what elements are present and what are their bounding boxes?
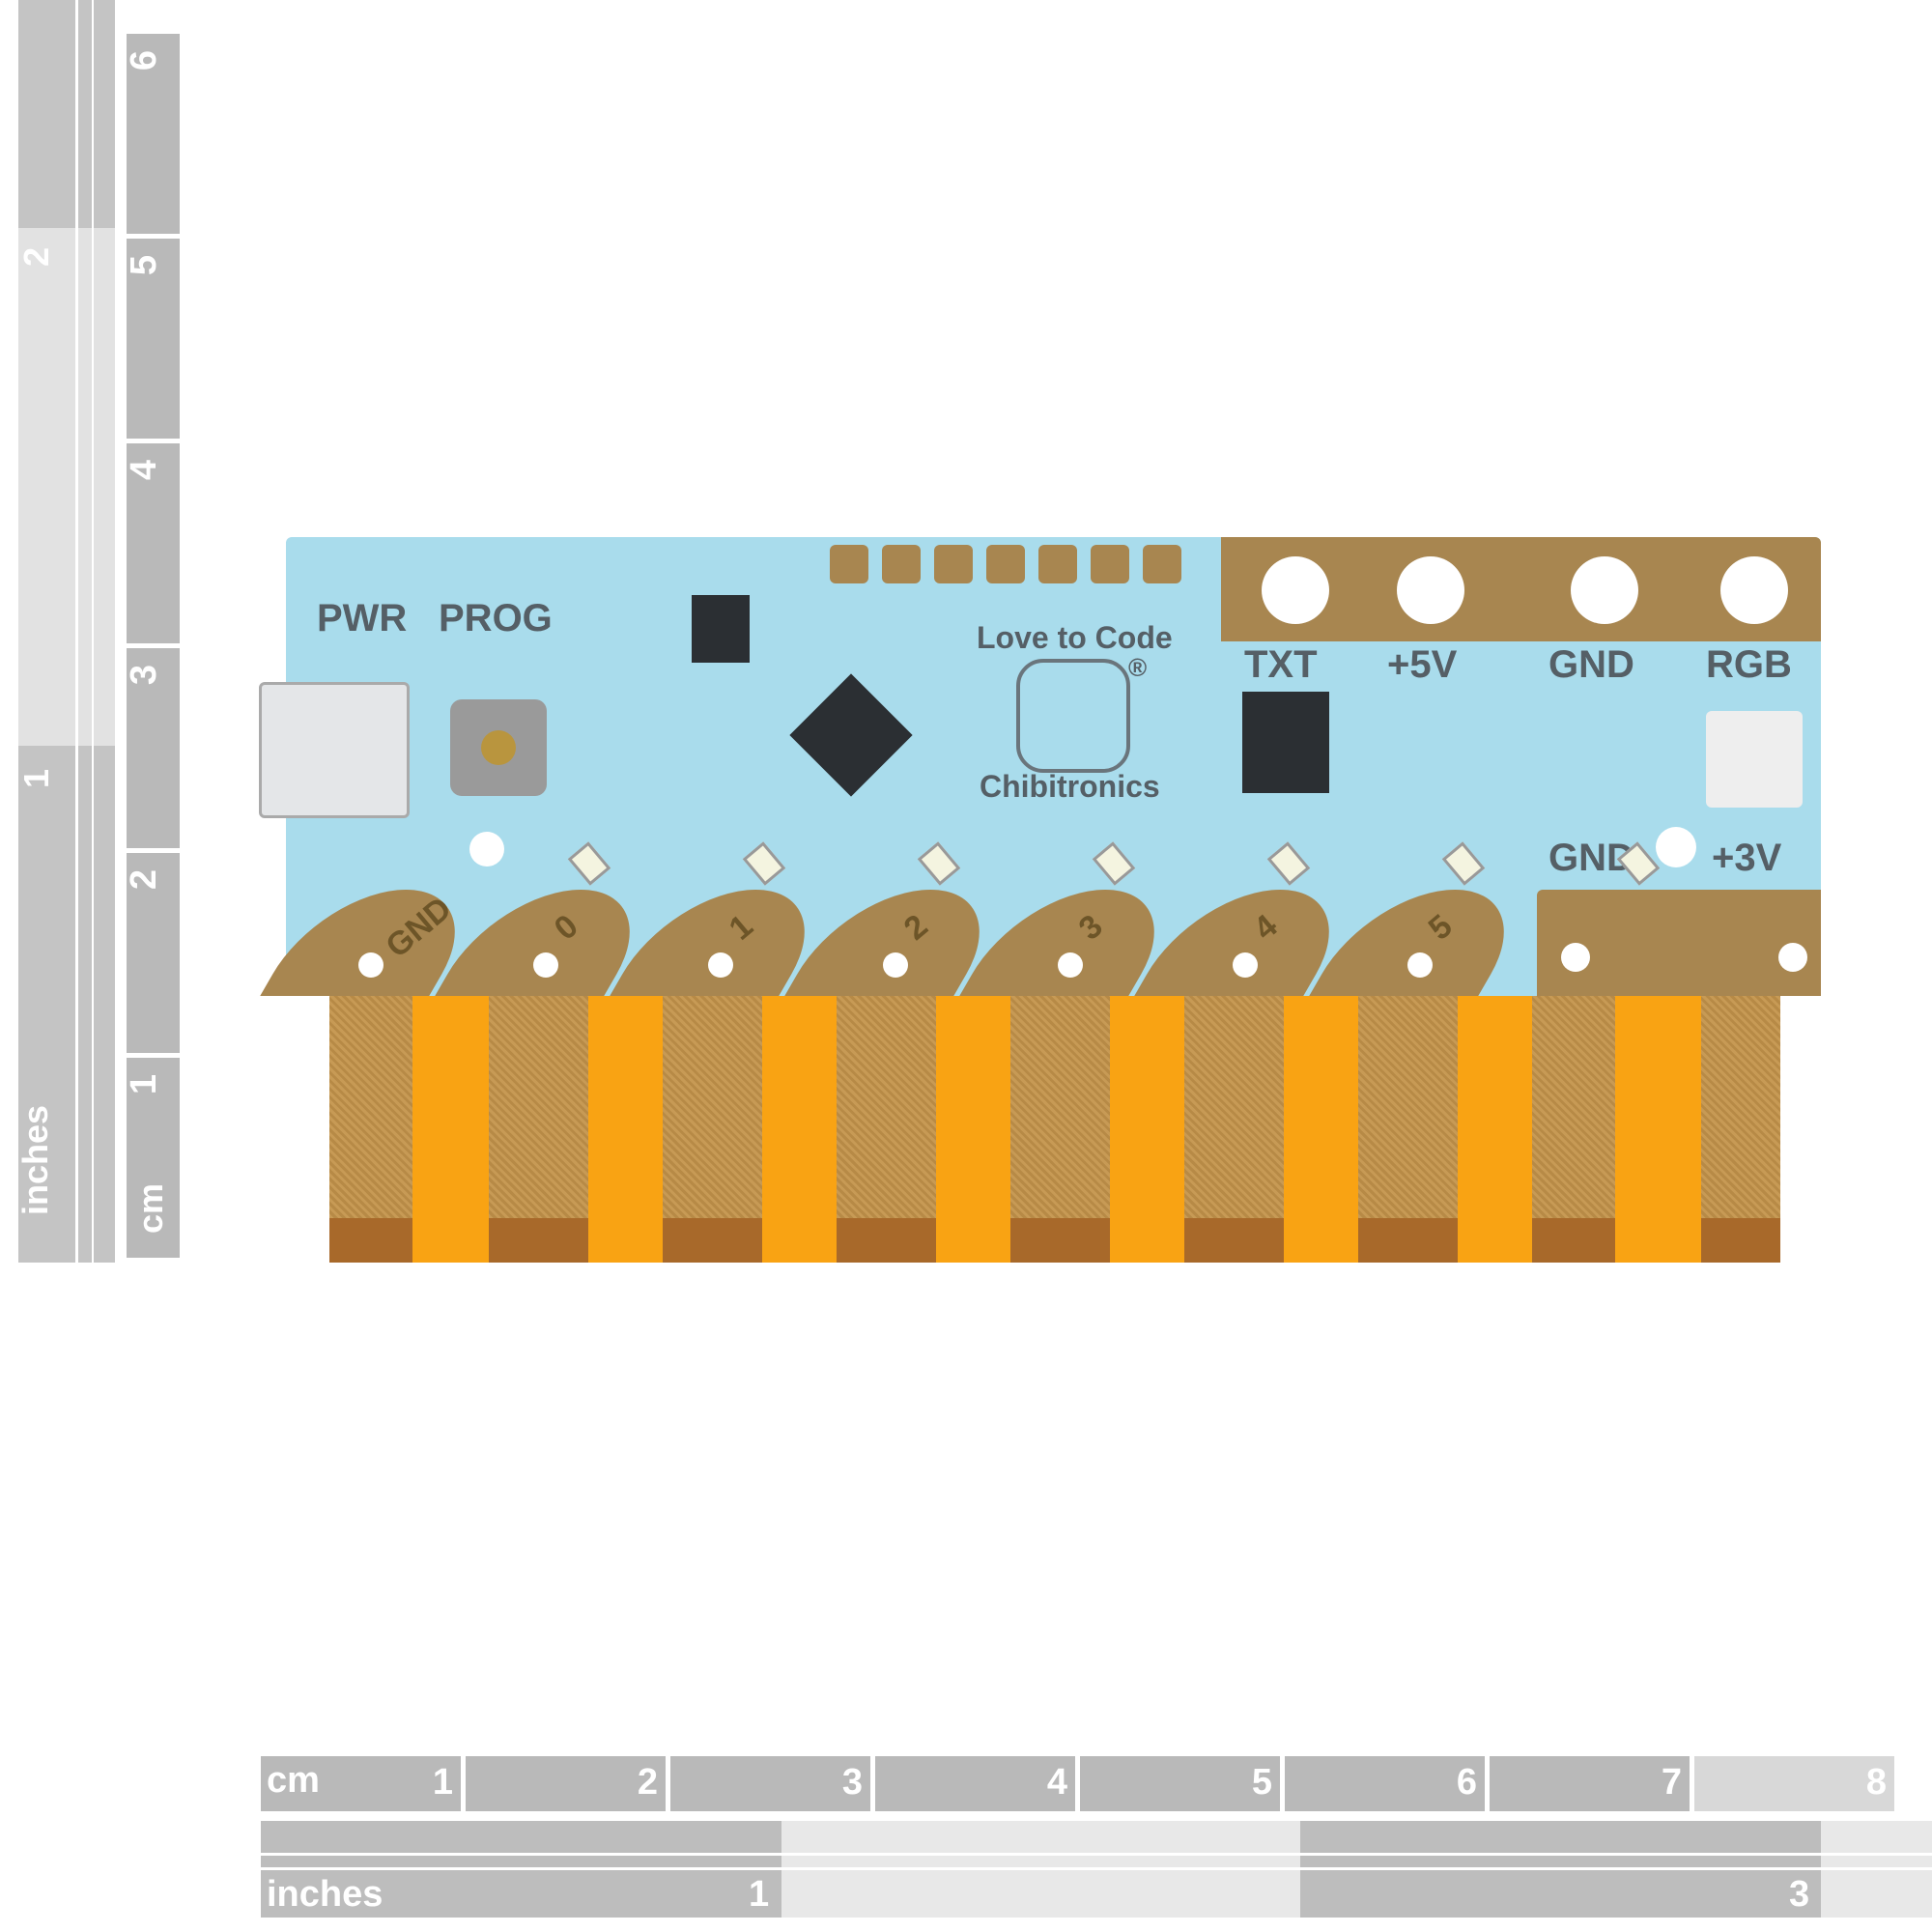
circuit-board: PWR PROG TXT +5V GND RGB GND +3V Love to…: [259, 537, 1821, 996]
bottom-cm-segment: 7: [1490, 1756, 1690, 1811]
flex-trace: [1532, 996, 1615, 1263]
audio-chip: [1242, 692, 1329, 793]
small-pad: [1143, 545, 1181, 583]
pad-led: [742, 841, 786, 886]
pad-led: [1266, 841, 1311, 886]
prog-label: PROG: [439, 597, 553, 639]
touch-pad-6: [1309, 890, 1540, 996]
left-cm-tick: 5: [124, 254, 165, 276]
flex-trace-tip: [837, 1218, 936, 1263]
small-pad: [1091, 545, 1129, 583]
left-inch-unit: inches: [15, 1104, 56, 1216]
left-cm-tick: 3: [124, 664, 165, 686]
flex-trace-tip: [489, 1218, 588, 1263]
left-ruler: 2 1 inches 1 2 3 4 5 6 cm: [0, 0, 184, 1265]
left-cm-segment: 1: [124, 1058, 180, 1258]
flex-trace-tip: [663, 1218, 762, 1263]
microcontroller-chip: [789, 673, 913, 797]
flash-chip: [692, 595, 750, 663]
pad-led: [567, 841, 611, 886]
left-cm-unit: cm: [130, 1182, 171, 1235]
left-cm-segment: 5: [124, 239, 180, 439]
bottom-cm-tick: 4: [1046, 1762, 1067, 1803]
pad-led: [1441, 841, 1486, 886]
small-pad: [986, 545, 1025, 583]
flex-trace-tip: [1532, 1218, 1615, 1263]
pin-label-5v: +5V: [1387, 643, 1458, 686]
flex-trace: [1701, 996, 1780, 1263]
left-cm-segment: 4: [124, 443, 180, 643]
pad-hole: [883, 952, 908, 978]
pad-led: [917, 841, 961, 886]
bottom-cm-tick: 5: [1251, 1762, 1272, 1803]
flex-trace-tip: [1358, 1218, 1458, 1263]
bottom-cm-tick: 7: [1661, 1762, 1682, 1803]
small-pad: [882, 545, 921, 583]
bottom-cm-tick: 3: [841, 1762, 863, 1803]
bottom-cm-segment: 8: [1694, 1756, 1894, 1811]
flex-trace: [1184, 996, 1284, 1263]
flex-trace: [837, 996, 936, 1263]
pin-label-rgb: RGB: [1706, 643, 1792, 686]
pad-hole: [1407, 952, 1433, 978]
bottom-cm-segment: 1: [261, 1756, 461, 1811]
registered-mark: ®: [1128, 653, 1148, 682]
bottom-cm-tick: 6: [1456, 1762, 1477, 1803]
prog-button[interactable]: [450, 699, 547, 796]
bottom-inch-unit: inches: [267, 1874, 384, 1915]
flex-trace-tip: [1184, 1218, 1284, 1263]
chibi-face-logo: [1016, 659, 1130, 773]
left-cm-tick: 4: [124, 459, 165, 481]
left-inch-block: [18, 746, 115, 1263]
bottom-cm-segment: 3: [670, 1756, 870, 1811]
pwr-label: PWR: [317, 597, 408, 639]
left-inch-tick-2: 2: [16, 246, 57, 268]
pad-hole: [533, 952, 558, 978]
left-cm-segment: 2: [124, 853, 180, 1053]
bottom-cm-segment: 2: [466, 1756, 666, 1811]
flex-connector: [329, 996, 1780, 1263]
pad-hole: [1058, 952, 1083, 978]
pin-label-gnd: GND: [1548, 643, 1634, 686]
flex-trace-tip: [1010, 1218, 1110, 1263]
bottom-cm-tick: 2: [637, 1762, 658, 1803]
bottom-cm-segment: 5: [1080, 1756, 1280, 1811]
pin-label-3v: +3V: [1712, 837, 1782, 879]
bottom-inch-tick-3: 3: [1789, 1874, 1810, 1915]
flex-trace-tip: [1701, 1218, 1780, 1263]
bottom-inch-tick-1: 1: [749, 1874, 770, 1915]
flex-trace: [1010, 996, 1110, 1263]
pad-led: [1092, 841, 1136, 886]
usb-port[interactable]: [259, 682, 410, 818]
left-cm-segment: 6: [124, 34, 180, 234]
left-cm-tick: 6: [124, 49, 165, 71]
rgb-led: [1706, 711, 1803, 808]
flex-trace-tip: [329, 1218, 412, 1263]
left-cm-tick: 2: [124, 868, 165, 891]
brand: Chibitronics: [980, 769, 1160, 804]
small-pad: [1038, 545, 1077, 583]
pad-hole: [1233, 952, 1258, 978]
bottom-cm-unit: cm: [267, 1760, 320, 1801]
flex-trace: [329, 996, 412, 1263]
flex-trace: [663, 996, 762, 1263]
small-pad: [934, 545, 973, 583]
bottom-cm-tick: 8: [1865, 1762, 1887, 1803]
flex-trace: [489, 996, 588, 1263]
left-cm-segment: 3: [124, 648, 180, 848]
bottom-ruler: cm 1 2 3 4 5 6 7 8 inches 1 3: [261, 1756, 1932, 1920]
left-cm-tick: 1: [124, 1073, 165, 1095]
left-inch-tick-1: 1: [16, 768, 57, 789]
bottom-cm-segment: 6: [1285, 1756, 1485, 1811]
bottom-cm-tick: 1: [432, 1762, 453, 1803]
pad-hole: [358, 952, 384, 978]
flex-trace: [1358, 996, 1458, 1263]
pin-label-txt: TXT: [1244, 643, 1318, 686]
small-pad: [830, 545, 868, 583]
left-inch-block: [18, 0, 115, 228]
tagline: Love to Code: [977, 620, 1173, 655]
pad-hole: [708, 952, 733, 978]
bottom-cm-segment: 4: [875, 1756, 1075, 1811]
